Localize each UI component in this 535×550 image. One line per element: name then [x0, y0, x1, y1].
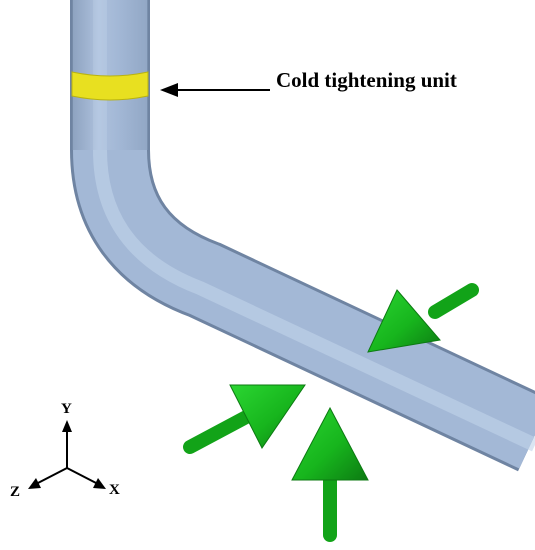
pipe-body [73, 0, 535, 469]
pipe-highlight [93, 0, 535, 452]
axis-x-arrowhead [93, 478, 106, 489]
load-arrow-lower-left [183, 384, 306, 454]
axis-z-label: Z [10, 484, 21, 500]
cold-tightening-ring [71, 71, 149, 101]
load-arrow-upper-right [367, 283, 479, 353]
annotation-arrow-head [160, 83, 178, 97]
axis-x-line [66, 467, 99, 485]
axis-z-line [35, 467, 68, 485]
axis-y-label: Y [61, 401, 72, 417]
coordinate-triad [28, 420, 106, 489]
axis-x-label: X [109, 482, 120, 498]
axis-z-arrowhead [28, 478, 41, 489]
cold-tightening-unit-label: Cold tightening unit [276, 68, 457, 92]
axis-y-arrowhead [62, 420, 72, 432]
load-arrow-bottom [291, 406, 369, 542]
